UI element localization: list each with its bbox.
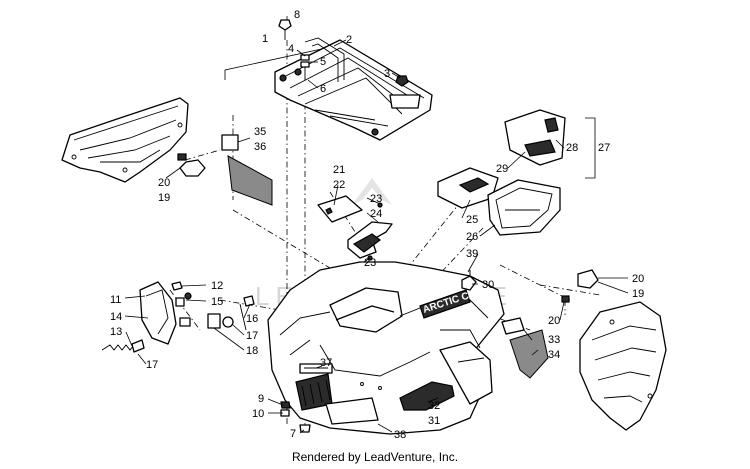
mirror-bracket-11[interactable] — [139, 281, 177, 345]
spring-13-14[interactable] — [101, 339, 145, 353]
callout-9: 9 — [258, 393, 264, 405]
callout-2: 2 — [346, 34, 352, 46]
callout-14: 14 — [110, 311, 122, 323]
callout-20-mid: 20 — [548, 315, 560, 327]
callout-20-right: 20 — [632, 273, 644, 285]
callout-20-left: 20 — [158, 177, 170, 189]
callout-36: 36 — [254, 141, 266, 153]
callout-39: 39 — [466, 248, 478, 260]
rear-rack[interactable] — [274, 37, 433, 141]
fastener-7[interactable] — [299, 424, 311, 433]
callout-11: 11 — [110, 294, 121, 306]
callout-13: 13 — [110, 326, 122, 338]
rack-nut-3[interactable] — [395, 75, 409, 87]
callout-19-left: 19 — [158, 192, 170, 204]
storage-handle-27-29[interactable] — [504, 109, 566, 166]
callout-34: 34 — [548, 349, 560, 361]
callout-12: 12 — [211, 280, 223, 292]
rack-bolt-8[interactable] — [278, 19, 292, 40]
callout-25: 25 — [466, 214, 478, 226]
callout-labels: 1 2 3 4 5 6 7 8 9 10 11 12 13 14 15 16 1… — [110, 9, 644, 441]
fastener-9-10[interactable] — [280, 401, 291, 417]
callout-26: 26 — [466, 231, 478, 243]
callout-32: 32 — [428, 400, 440, 412]
storage-box-26[interactable] — [487, 179, 561, 236]
callout-23b: 23 — [364, 257, 376, 269]
callout-16: 16 — [246, 313, 258, 325]
right-panel-fastener-19-20[interactable] — [561, 269, 599, 303]
callout-18: 18 — [246, 345, 258, 357]
callout-27: 27 — [598, 142, 610, 154]
callout-30: 30 — [482, 279, 494, 291]
callout-19-right: 19 — [632, 288, 644, 300]
callout-33: 33 — [548, 334, 560, 346]
callout-17b: 17 — [146, 359, 158, 371]
decal-right-33-34[interactable] — [501, 317, 549, 379]
callout-22: 22 — [333, 179, 345, 191]
callout-27-bracket — [585, 117, 596, 179]
callout-1: 1 — [262, 33, 268, 45]
callout-35: 35 — [254, 126, 266, 138]
callout-7: 7 — [290, 428, 296, 440]
callout-17a: 17 — [246, 330, 258, 342]
right-side-panel[interactable] — [579, 301, 667, 431]
callout-3: 3 — [384, 68, 390, 80]
callout-21: 21 — [333, 164, 345, 176]
callout-29: 29 — [496, 163, 508, 175]
callout-24: 24 — [370, 208, 382, 220]
bolt-30[interactable] — [461, 270, 477, 291]
callout-31: 31 — [428, 415, 440, 427]
leader-lines — [124, 16, 629, 434]
callout-15: 15 — [211, 296, 223, 308]
bracket-23-24[interactable] — [347, 202, 393, 261]
callout-37: 37 — [320, 357, 332, 369]
hardware-16-18[interactable] — [207, 295, 255, 331]
left-panel-fastener-19-20[interactable] — [177, 153, 206, 177]
rack-washer-4-5[interactable] — [300, 54, 310, 80]
callout-6: 6 — [320, 83, 326, 95]
callout-5: 5 — [320, 56, 326, 68]
callout-23a: 23 — [370, 193, 382, 205]
callout-28: 28 — [566, 142, 578, 154]
callout-10: 10 — [252, 408, 264, 420]
left-side-panel[interactable] — [61, 97, 189, 183]
callout-4: 4 — [288, 43, 294, 55]
cover-plate-21-22[interactable] — [317, 195, 363, 223]
fasteners-12-15[interactable] — [171, 281, 192, 327]
callout-38: 38 — [394, 429, 406, 441]
render-credit: Rendered by LeadVenture, Inc. — [291, 450, 459, 464]
callout-8: 8 — [294, 9, 300, 21]
watermark-cat-logo — [352, 178, 392, 205]
decal-left-35-36[interactable] — [221, 134, 273, 206]
